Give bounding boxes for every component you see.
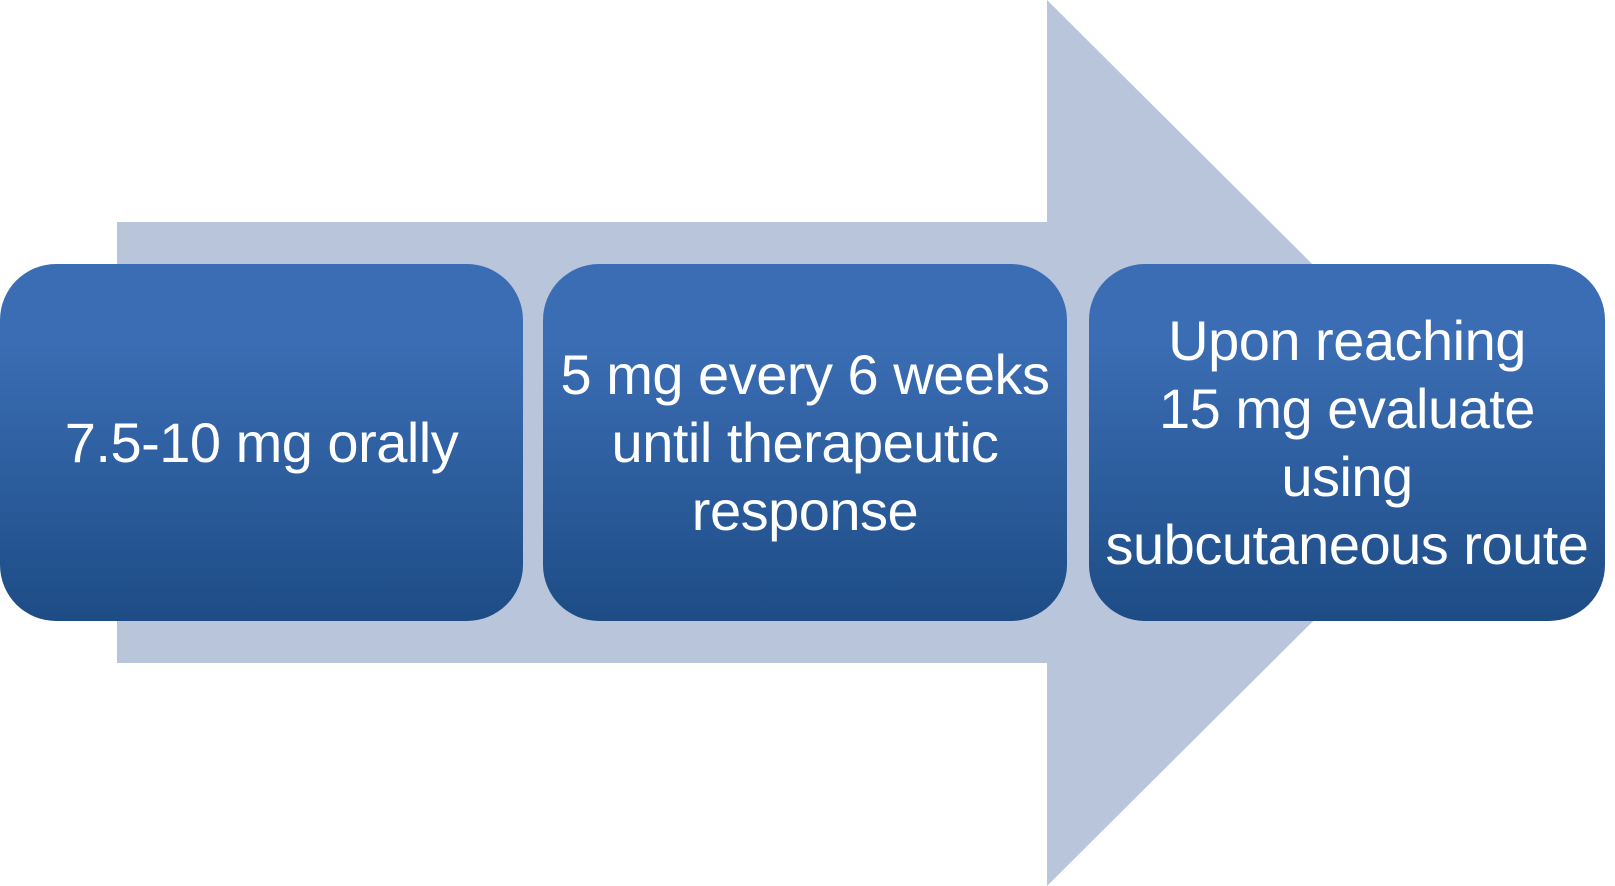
step-label-titration-schedule: 5 mg every 6 weeks until therapeutic res… xyxy=(560,342,1050,542)
step-label-oral-starting-dose: 7.5-10 mg orally xyxy=(64,410,459,474)
step-box-route-evaluation: Upon reaching 15 mg evaluate using subcu… xyxy=(1089,264,1605,621)
step-box-oral-starting-dose: 7.5-10 mg orally xyxy=(0,264,523,621)
step-label-route-evaluation: Upon reaching 15 mg evaluate using subcu… xyxy=(1105,308,1589,576)
step-box-titration-schedule: 5 mg every 6 weeks until therapeutic res… xyxy=(543,264,1067,621)
